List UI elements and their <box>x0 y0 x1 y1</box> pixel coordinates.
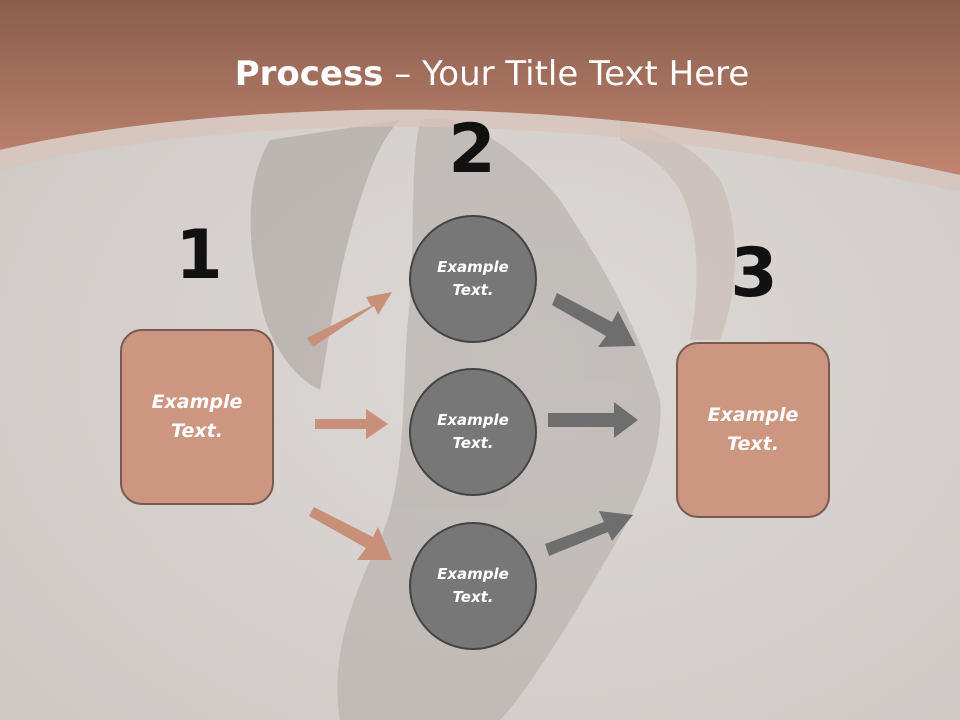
circle-middle-line2: Text. <box>452 434 494 452</box>
title-rest: – Your Title Text Here <box>383 54 750 94</box>
box-right-line2: Text. <box>727 433 779 455</box>
circle-middle-text: Example Text. <box>428 409 518 455</box>
circle-middle-line1: Example <box>437 411 509 429</box>
circle-top: Example Text. <box>409 215 537 343</box>
box-left-line2: Text. <box>171 420 223 442</box>
step-number-1: 1 <box>175 216 223 295</box>
circle-top-text: Example Text. <box>428 256 518 302</box>
box-right-line1: Example <box>707 404 799 426</box>
title-bold: Process <box>234 54 384 94</box>
circle-bottom: Example Text. <box>409 522 537 650</box>
step-box-right-text: Example Text. <box>698 401 808 459</box>
circle-bottom-text: Example Text. <box>428 563 518 609</box>
step-box-left-text: Example Text. <box>142 388 252 446</box>
circle-top-line1: Example <box>437 258 509 276</box>
circle-bottom-line1: Example <box>437 565 509 583</box>
circle-middle: Example Text. <box>409 368 537 496</box>
slide-title: Process – Your Title Text Here <box>0 52 960 96</box>
box-left-line1: Example <box>151 391 243 413</box>
step-number-3: 3 <box>730 234 778 313</box>
step-box-right: Example Text. <box>676 342 830 518</box>
circle-top-line2: Text. <box>452 281 494 299</box>
circle-bottom-line2: Text. <box>452 588 494 606</box>
step-box-left: Example Text. <box>120 329 274 505</box>
step-number-2: 2 <box>448 110 496 189</box>
